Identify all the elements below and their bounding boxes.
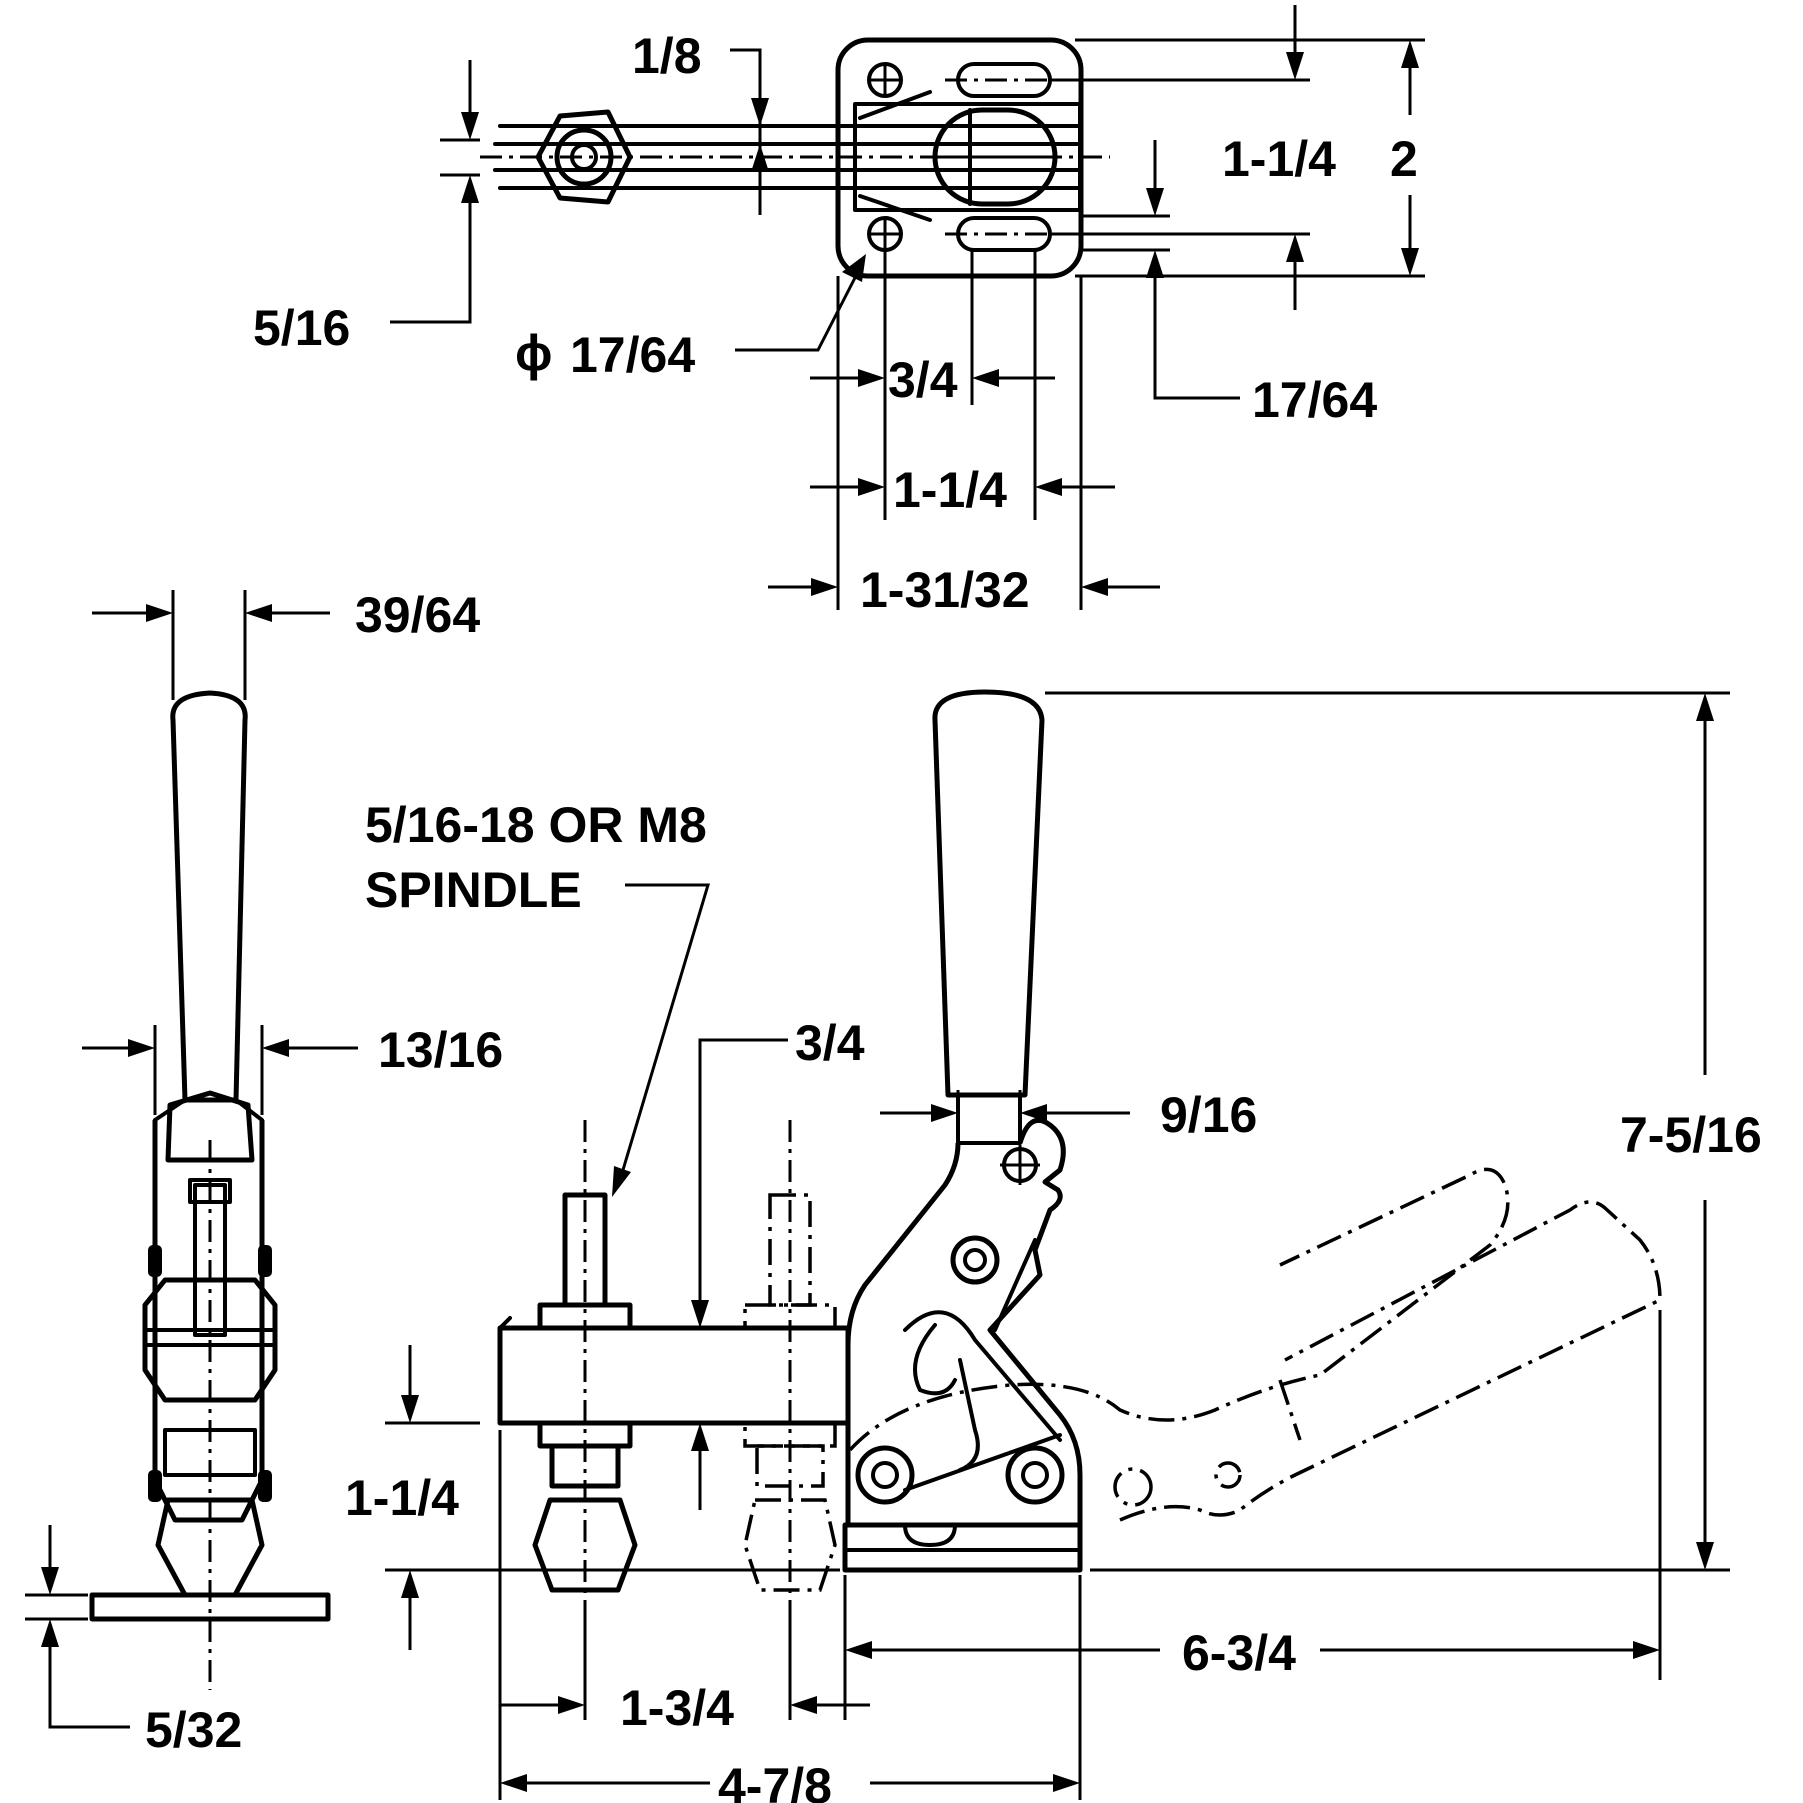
side-view-spindle-right (743, 1120, 837, 1620)
dim-label-1-1-4-side: 1-1/4 (345, 1470, 459, 1526)
dim-label-1-31-32: 1-31/32 (860, 562, 1030, 618)
dim-label-3-4-top: 3/4 (888, 352, 958, 408)
front-view (25, 590, 358, 1729)
dim-label-5-16-top: 5/16 (253, 300, 350, 356)
side-view (385, 689, 1730, 1800)
side-view-phantom-handle (848, 1167, 1510, 1452)
side-view-handle (932, 689, 1045, 1098)
dim-label-7-5-16: 7-5/16 (1620, 1107, 1762, 1163)
side-view-body (845, 1118, 1083, 1528)
front-view-handle (170, 690, 248, 1103)
dim-label-1-1-4-horizontal: 1-1/4 (893, 462, 1007, 518)
side-view-spindle-arm (497, 1325, 851, 1426)
dim-label-dia-17-64: 17/64 (570, 327, 695, 383)
dim-label-4-7-8: 4-7/8 (718, 1758, 832, 1803)
dim-label-17-64: 17/64 (1252, 372, 1377, 428)
top-view (390, 5, 1425, 610)
spindle-callout-line1: 5/16-18 OR M8 (365, 797, 707, 853)
dim-label-2: 2 (1390, 131, 1418, 187)
side-view-base (842, 1522, 1083, 1573)
dim-label-1-3-4: 1-3/4 (620, 1680, 734, 1736)
dimension-labels: 1/8 5/16 ϕ 17/64 3/4 1-1/4 1-31/32 1-1/4… (145, 28, 1762, 1803)
dim-label-1-8: 1/8 (632, 28, 702, 84)
dim-label-39-64: 39/64 (355, 587, 480, 643)
dim-label-3-4-side: 3/4 (795, 1015, 865, 1071)
dim-label-5-32: 5/32 (145, 1702, 242, 1758)
dim-label-9-16: 9/16 (1160, 1087, 1257, 1143)
diameter-symbol: ϕ (515, 325, 552, 381)
spindle-callout-line2: SPINDLE (365, 862, 582, 918)
side-view-spindle-left (532, 1120, 638, 1620)
top-view-spindle-nut (535, 109, 633, 205)
dim-label-13-16: 13/16 (378, 1022, 503, 1078)
dim-label-6-3-4: 6-3/4 (1182, 1625, 1296, 1681)
dim-label-1-1-4-vertical: 1-1/4 (1222, 131, 1336, 187)
